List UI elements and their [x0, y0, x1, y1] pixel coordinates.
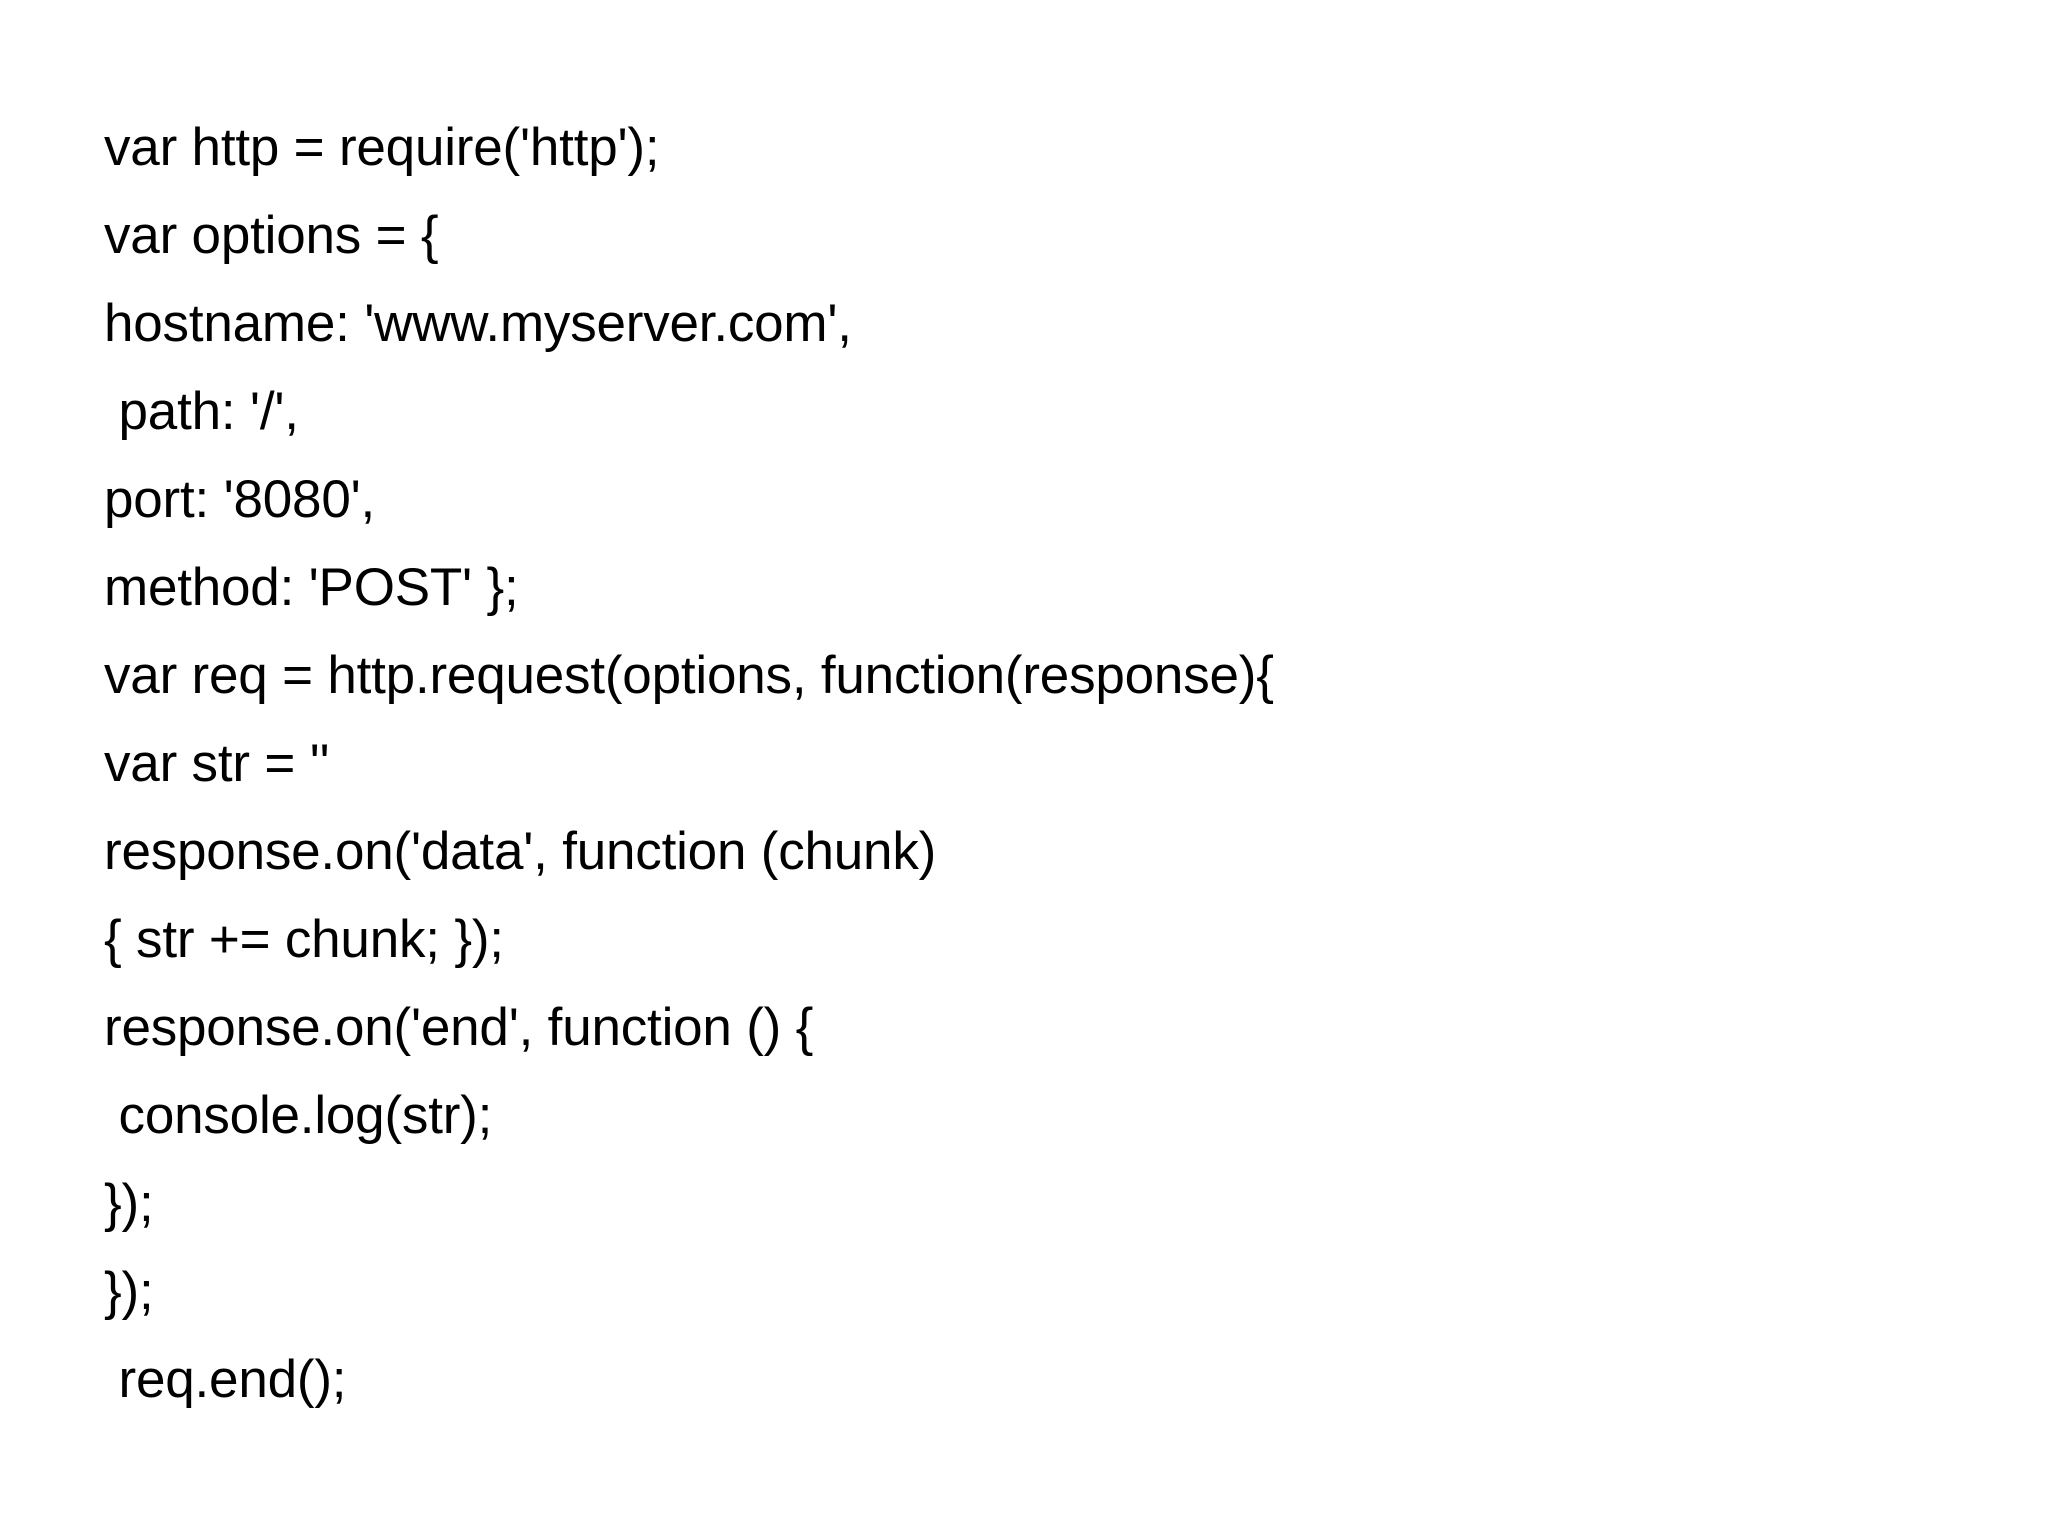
code-line: response.on('data', function (chunk) [104, 822, 937, 881]
code-line: }); [104, 1262, 154, 1321]
code-line: hostname: 'www.myserver.com', [104, 294, 852, 353]
code-line: }); [104, 1174, 154, 1233]
code-line: response.on('end', function () { [104, 998, 814, 1057]
code-line: path: '/', [104, 382, 300, 441]
code-block: var http = require('http'); var options … [104, 104, 1904, 1424]
code-line: var req = http.request(options, function… [104, 646, 1274, 705]
code-line: method: 'POST' }; [104, 558, 519, 617]
code-line: console.log(str); [104, 1086, 493, 1145]
code-line: var options = { [104, 206, 439, 265]
code-line: var str = '' [104, 734, 330, 793]
code-line: { str += chunk; }); [104, 910, 504, 969]
code-line: var http = require('http'); [104, 118, 660, 177]
code-line: req.end(); [104, 1350, 347, 1409]
code-line: port: '8080', [104, 470, 376, 529]
